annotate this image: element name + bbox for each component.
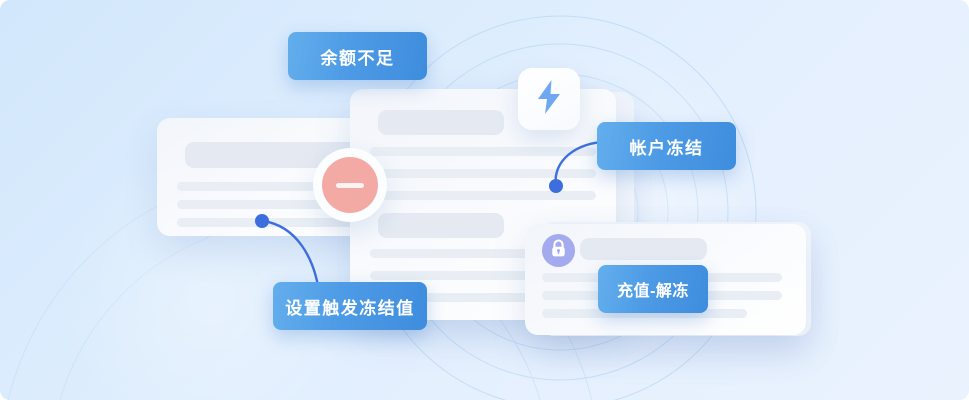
label-account-frozen-text: 帐户冻结 [629, 138, 704, 158]
skeleton-line [370, 271, 596, 280]
skeleton-line [542, 309, 747, 318]
skeleton-line [177, 200, 369, 209]
connector-dot-right [549, 179, 563, 193]
label-insufficient-balance-text: 余额不足 [320, 48, 395, 68]
label-insufficient-balance[interactable]: 余额不足 [288, 32, 427, 80]
lock-badge [542, 234, 575, 267]
skeleton-line [370, 293, 596, 302]
lightning-bolt-icon [536, 79, 562, 119]
skeleton-header-bar [580, 238, 707, 260]
skeleton-line [370, 147, 596, 156]
skeleton-line [370, 249, 596, 258]
skeleton-header-bar [378, 213, 504, 238]
minus-glyph [336, 182, 364, 188]
lock-icon [550, 238, 567, 263]
minus-circle-badge [313, 148, 387, 222]
skeleton-line [177, 182, 369, 191]
label-set-freeze-threshold[interactable]: 设置触发冻结值 [273, 282, 427, 330]
lightning-bolt-tile [518, 68, 580, 130]
minus-circle-icon [322, 157, 378, 213]
skeleton-header-bar [378, 110, 504, 135]
label-recharge-unfreeze-text: 充值-解冻 [617, 283, 689, 300]
label-account-frozen[interactable]: 帐户冻结 [597, 122, 736, 170]
skeleton-line [370, 191, 596, 200]
label-recharge-unfreeze[interactable]: 充值-解冻 [598, 265, 708, 313]
skeleton-line [370, 169, 596, 178]
label-set-freeze-threshold-text: 设置触发冻结值 [285, 298, 415, 318]
connector-dot-left [255, 214, 269, 228]
